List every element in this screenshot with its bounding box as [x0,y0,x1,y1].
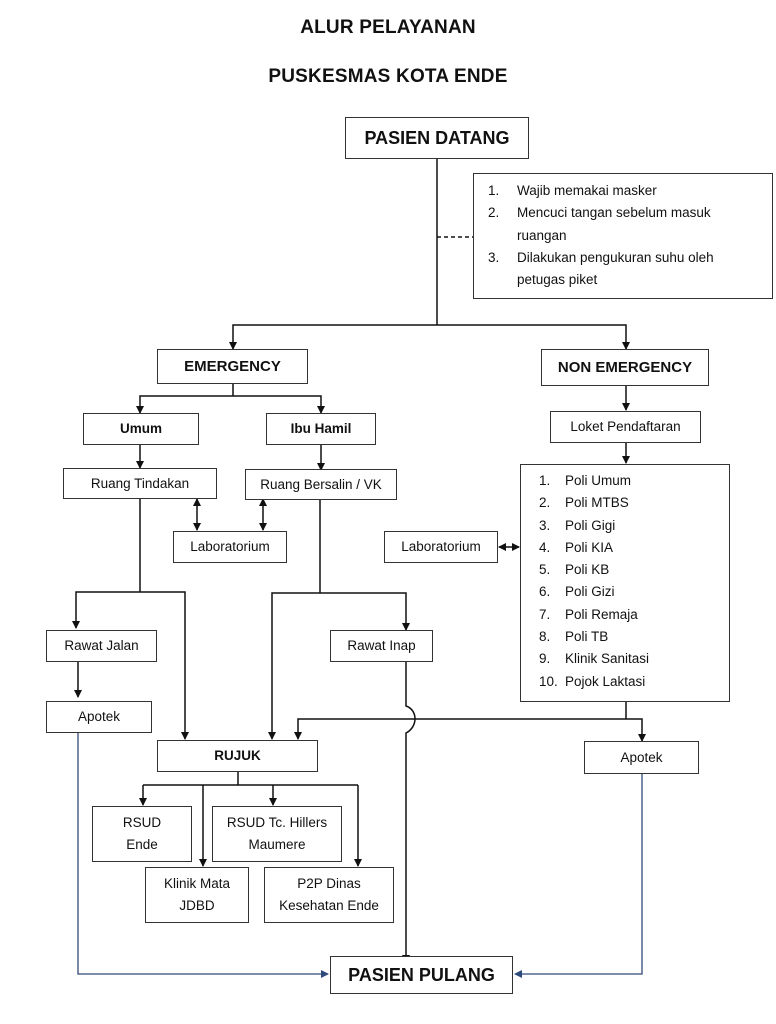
poli-list-item-number: 6. [539,584,551,600]
protocol-note-item-number: 3. [488,249,500,265]
poli-list-item: 3. Poli Gigi [539,515,729,537]
connector-tindakan-to-rujuk [140,591,189,740]
node-loket-pendaftaran: Loket Pendaftaran [550,411,701,443]
poli-list-item-text: Pojok Laktasi [565,673,646,689]
rsud-ende-line1: RSUD [122,815,162,830]
protocol-note-item-number: 2. [488,205,500,221]
poli-list-item-text: Poli Gizi [565,584,615,600]
node-umum: Umum [83,413,199,445]
poli-list-item-number: 5. [539,562,551,578]
p2p-dinas-line2: Kesehatan Ende [279,898,379,913]
poli-list-item-text: Poli TB [565,629,609,645]
poli-list-item-number: 8. [539,629,551,645]
poli-list-item: 9. Klinik Sanitasi [539,648,729,670]
protocol-note-item: 1. Wajib memakai masker [488,180,772,202]
protocol-note: 1. Wajib memakai masker 2. Mencuci tangan s… [473,173,773,299]
poli-list-item-text: Poli MTBS [565,495,629,511]
diagram-title-line1: ALUR PELAYANAN [300,17,476,38]
connector-poli-to-apotek [626,718,646,742]
poli-list-item-text: Poli KB [565,562,610,578]
klinik-mata-line2: JDBD [179,898,215,913]
poli-list-item-number: 7. [539,606,551,622]
poli-list-item-number: 10. [539,673,558,689]
connector-to-umum [136,395,233,414]
node-ruang-bersalin: Ruang Bersalin / VK [245,469,397,500]
klinik-mata-line1: Klinik Mata [163,876,231,891]
node-emergency: EMERGENCY [157,349,308,384]
connector-to-ibu-hamil [233,395,325,414]
poli-list-item: 5. Poli KB [539,559,729,581]
node-rsud-ende: RSUD Ende [92,806,192,862]
p2p-dinas-line1: P2P Dinas [297,876,361,891]
poli-list-item: 2. Poli MTBS [539,492,729,514]
node-ruang-tindakan: Ruang Tindakan [63,468,217,499]
poli-list-item-number: 1. [539,473,551,488]
poli-list-item: 4. Poli KIA [539,537,729,559]
poli-list-item-text: Poli KIA [565,539,614,555]
node-rawat-jalan: Rawat Jalan [46,630,157,662]
poli-list-item: 10. Pojok Laktasi [539,671,729,693]
node-apotek-non-emergency: Apotek [584,741,699,774]
poli-list-item: 7. Poli Remaja [539,604,729,626]
diagram-title-line2: PUSKESMAS KOTA ENDE [268,66,508,87]
poli-list-item-number: 9. [539,651,551,667]
connector-apotek-left-to-pulang [77,731,329,978]
poli-list-item-number: 4. [539,539,551,555]
connector-bersalin-to-rujuk [268,592,320,740]
protocol-note-item-text: Wajib memakai masker [517,183,657,198]
connector-apotek-right-to-pulang [514,773,643,978]
node-pasien-datang: PASIEN DATANG [345,117,529,159]
rsud-maumere-line2: Maumere [248,837,306,852]
node-rujuk: RUJUK [157,740,318,772]
connector-to-rawat-jalan [72,591,140,629]
poli-list-item: 6. Poli Gizi [539,581,729,603]
rsud-ende-line2: Ende [126,837,158,852]
node-ibu-hamil: Ibu Hamil [266,413,376,445]
poli-list-item-text: Klinik Sanitasi [565,651,650,667]
poli-list-item: 1. Poli Umum [539,470,729,492]
connector-to-rawat-inap [320,592,410,631]
node-apotek-emergency: Apotek [46,701,152,733]
poli-list-item-text: Poli Umum [565,473,632,488]
poli-list-item: 8. Poli TB [539,626,729,648]
poli-list-item-text: Poli Gigi [565,517,616,533]
protocol-note-item-number: 1. [488,183,500,198]
poli-list-item-number: 2. [539,495,551,511]
connector-poli-to-rujuk [294,718,626,740]
poli-list-item-text: Poli Remaja [565,606,638,622]
node-laboratorium-non-emergency: Laboratorium [384,531,498,563]
protocol-list: 1. Wajib memakai masker 2. Mencuci tangan s… [488,180,772,291]
poli-list-item-number: 3. [539,517,551,533]
node-laboratorium-emergency: Laboratorium [173,531,287,563]
connector-rawat-inap-to-pulang [402,662,416,963]
connector-to-emergency [229,324,437,350]
node-rawat-inap: Rawat Inap [330,630,433,662]
node-non-emergency: NON EMERGENCY [541,349,709,386]
node-pasien-pulang: PASIEN PULANG [330,956,513,994]
rsud-maumere-line1: RSUD Tc. Hillers [226,815,328,830]
connector-to-non-emergency [437,324,630,350]
poli-list: 1. Poli Umum 2. Poli MTBS 3. Poli Gigi 4. Poli … [539,470,729,693]
poli-list-box: 1. Poli Umum 2. Poli MTBS 3. Poli Gigi 4. Poli … [520,464,730,702]
